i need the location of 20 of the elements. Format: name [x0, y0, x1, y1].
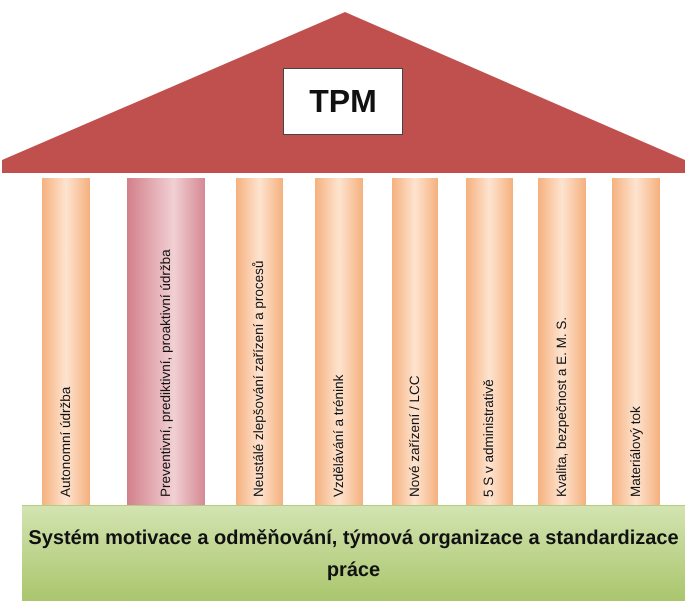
- pillar-label: Neustálé zlepšování zařízení a procesů: [251, 260, 268, 497]
- foundation-text: Systém motivace a odměňování, týmová organizace a standardizace práce: [27, 526, 680, 582]
- foundation-block: [22, 505, 685, 601]
- pillar: [466, 178, 513, 505]
- pillar-label: Nové zařízení / LCC: [406, 375, 423, 497]
- pillar-label: 5 S v administrativě: [481, 379, 498, 497]
- title-text: TPM: [309, 83, 377, 120]
- pillar: [127, 178, 205, 505]
- pillar: [538, 178, 586, 505]
- pillar: [612, 178, 660, 505]
- pillar: [392, 178, 438, 505]
- pillar-label: Autonomní údržba: [58, 386, 74, 497]
- pillar-label: Kvalita, bezpečnost a E. M. S.: [554, 316, 570, 497]
- pillar-label: Preventivní, prediktivní, proaktivní údržba: [158, 249, 174, 497]
- pillar: [42, 178, 90, 505]
- pillar: [236, 178, 283, 505]
- pillar-label: Materiálový tok: [628, 406, 644, 497]
- pillar: [315, 178, 363, 505]
- pillar-label: Vzdělávání a trénink: [330, 374, 347, 497]
- title-box: [283, 68, 403, 135]
